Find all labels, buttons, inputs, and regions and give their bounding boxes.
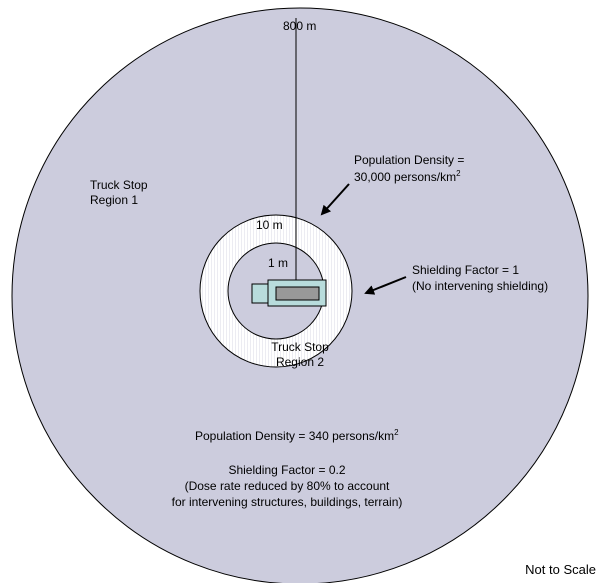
label-not-to-scale: Not to Scale [525, 562, 596, 577]
label-region2-line2: Region 2 [276, 355, 324, 369]
pop-density-inner-sup: 2 [456, 169, 461, 178]
truck-trailer-inner [275, 286, 320, 301]
label-shielding-inner-line1: Shielding Factor = 1 [412, 263, 519, 277]
arrow-pop-density-inner [320, 183, 350, 216]
arrow-shielding-inner [364, 276, 407, 295]
label-region1-line2: Region 1 [90, 193, 138, 207]
label-shielding-outer-line2: (Dose rate reduced by 80% to account [185, 479, 390, 493]
label-1m: 1 m [268, 256, 288, 270]
label-shielding-outer-line1: Shielding Factor = 0.2 [228, 463, 345, 477]
label-pop-density-inner-line1: Population Density = [354, 153, 464, 167]
label-region2-line1: Truck Stop [271, 340, 329, 354]
label-pop-density-outer: Population Density = 340 persons/km2 [195, 428, 399, 443]
pop-density-inner-value: 30,000 persons/km [354, 170, 456, 184]
pop-density-outer-value: Population Density = 340 persons/km [195, 429, 394, 443]
label-region1-line1: Truck Stop [90, 178, 148, 192]
pop-density-outer-sup: 2 [394, 428, 399, 437]
label-800m: 800 m [283, 19, 316, 33]
label-shielding-outer-line3: for intervening structures, buildings, t… [172, 495, 403, 509]
label-10m: 10 m [256, 218, 283, 232]
label-shielding-inner-line2: (No intervening shielding) [412, 279, 548, 293]
truck-icon [251, 279, 327, 307]
label-pop-density-inner-line2: 30,000 persons/km2 [354, 169, 461, 184]
